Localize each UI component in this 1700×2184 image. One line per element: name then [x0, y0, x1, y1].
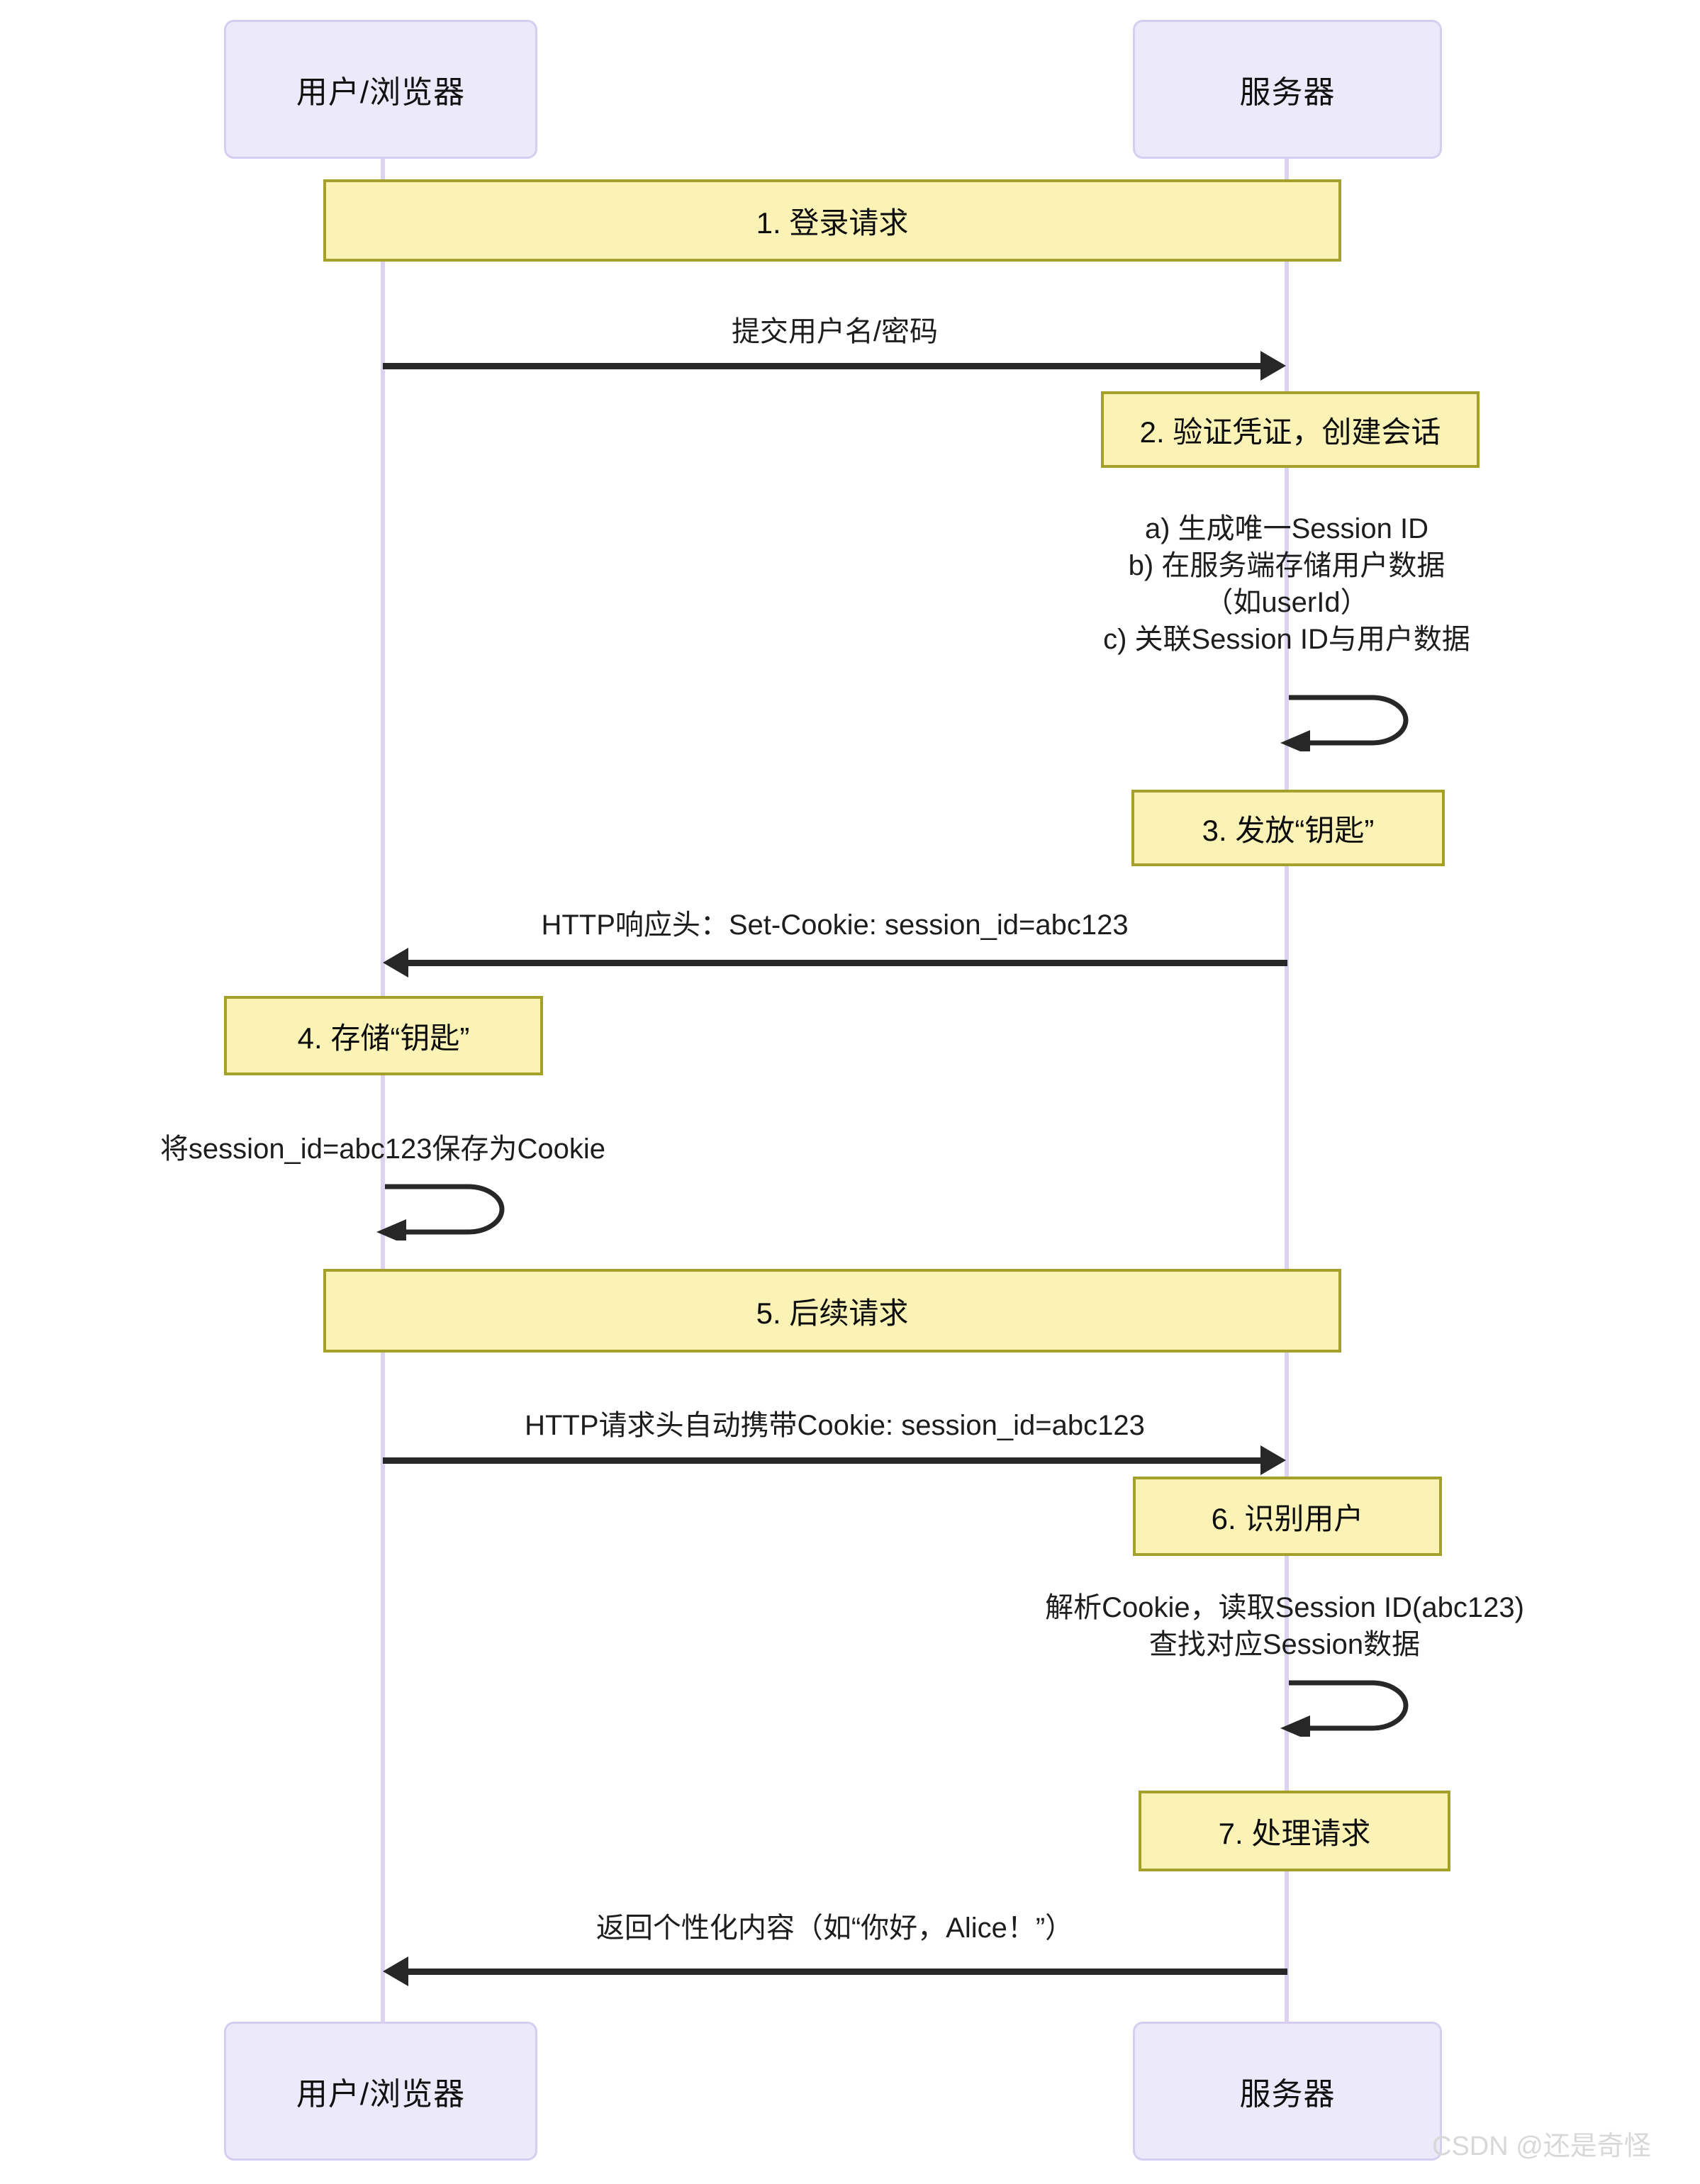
message-3-arrow-line — [383, 1457, 1260, 1464]
self-message-server-create-label: a) 生成唯一Session ID b) 在服务端存储用户数据 （如userId… — [1103, 513, 1470, 655]
note-step-4: 4. 存储“钥匙” — [224, 996, 543, 1075]
self-message-client-store-label: 将session_id=abc123保存为Cookie — [160, 1133, 606, 1165]
lifeline-client — [381, 157, 385, 2027]
actor-client-top-label: 用户/浏览器 — [296, 75, 466, 110]
note-step-7: 7. 处理请求 — [1139, 1791, 1450, 1871]
message-4-label: 返回个性化内容（如“你好，Alice！”） — [595, 1913, 1074, 1944]
note-step-3-label: 3. 发放“钥匙” — [1202, 813, 1375, 847]
note-step-5-label: 5. 后续请求 — [756, 1296, 909, 1330]
watermark-csdn: CSDN @还是奇怪 — [1432, 2132, 1651, 2161]
actor-server-bottom: 服务器 — [1133, 2022, 1442, 2161]
message-2-arrow-line — [408, 960, 1287, 966]
note-step-3: 3. 发放“钥匙” — [1131, 790, 1445, 866]
actor-server-bottom-label: 服务器 — [1239, 2077, 1336, 2112]
note-step-7-label: 7. 处理请求 — [1218, 1816, 1371, 1850]
actor-server-top-label: 服务器 — [1239, 75, 1336, 110]
self-loop-arrow-client-store — [372, 1177, 528, 1245]
message-2-arrow-head — [383, 948, 408, 978]
self-loop-svg — [376, 1184, 505, 1245]
note-step-2: 2. 验证凭证，创建会话 — [1101, 391, 1480, 468]
self-message-server-lookup-label: 解析Cookie，读取Session ID(abc123) 查找对应Sessio… — [1045, 1592, 1524, 1660]
message-1-arrow-line — [383, 363, 1260, 369]
lifeline-server — [1285, 157, 1289, 2027]
message-3-arrow-head — [1260, 1445, 1286, 1475]
actor-server-top: 服务器 — [1133, 20, 1442, 159]
message-1-arrow-head — [1260, 351, 1286, 381]
message-2-label: HTTP响应头：Set-Cookie: session_id=abc123 — [541, 909, 1129, 941]
note-step-1: 1. 登录请求 — [323, 179, 1341, 262]
note-step-6-label: 6. 识别用户 — [1211, 1501, 1364, 1535]
message-4-arrow-line — [408, 1969, 1287, 1975]
self-loop-svg — [1280, 695, 1409, 756]
self-loop-arrow-server-lookup — [1276, 1673, 1432, 1741]
actor-client-bottom: 用户/浏览器 — [224, 2022, 537, 2161]
note-step-6: 6. 识别用户 — [1133, 1477, 1442, 1556]
message-4-arrow-head — [383, 1956, 408, 1986]
message-3-label: HTTP请求头自动携带Cookie: session_id=abc123 — [525, 1410, 1145, 1441]
actor-client-top: 用户/浏览器 — [224, 20, 537, 159]
message-1-label: 提交用户名/密码 — [731, 316, 939, 347]
note-step-2-label: 2. 验证凭证，创建会话 — [1139, 415, 1441, 449]
note-step-5: 5. 后续请求 — [323, 1269, 1341, 1353]
actor-client-bottom-label: 用户/浏览器 — [296, 2077, 466, 2112]
note-step-4-label: 4. 存储“钥匙” — [297, 1021, 470, 1055]
self-loop-arrow-server-create — [1276, 688, 1432, 756]
note-step-1-label: 1. 登录请求 — [756, 206, 909, 240]
self-loop-svg — [1280, 1680, 1409, 1741]
